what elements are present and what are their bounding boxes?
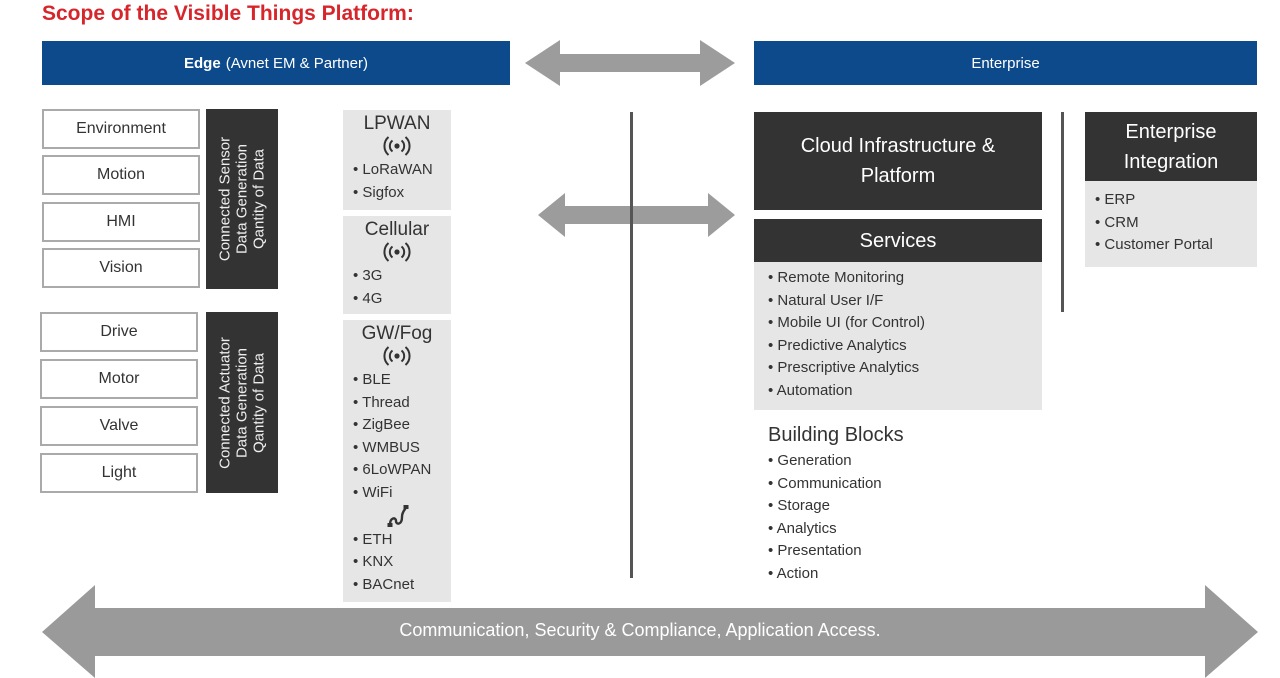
building-block-item: • Communication bbox=[768, 474, 882, 492]
gwfog-wired-item: • BACnet bbox=[353, 575, 415, 593]
sensor-vision: Vision bbox=[42, 248, 200, 288]
gwfog-wired-item: • ETH bbox=[353, 530, 393, 548]
enterprise-integration-item: • Customer Portal bbox=[1095, 236, 1213, 254]
lpwan-panel: LPWAN • LoRaWAN • Sigfox bbox=[343, 110, 451, 210]
cellular-item: • 3G bbox=[353, 267, 383, 284]
bottom-banner-text: Communication, Security & Compliance, Ap… bbox=[399, 620, 881, 640]
services-item: • Prescriptive Analytics bbox=[768, 359, 920, 377]
services-item: • Predictive Analytics bbox=[768, 336, 907, 354]
actuator-panel-line3: Qantity of Data bbox=[250, 352, 268, 453]
cellular-item: • 4G bbox=[353, 289, 383, 307]
lpwan-item: • Sigfox bbox=[353, 183, 405, 201]
enterprise-integration-item: • CRM bbox=[1095, 213, 1139, 231]
enterprise-integration-line1: Enterprise bbox=[1125, 120, 1217, 143]
bottom-banner-arrow bbox=[42, 585, 1258, 678]
sensor-hmi: HMI bbox=[42, 202, 200, 242]
sensor-environment: Environment bbox=[42, 109, 200, 149]
page-title: Scope of the Visible Things Platform: bbox=[42, 2, 414, 25]
building-block-item: • Storage bbox=[768, 497, 830, 515]
gwfog-panel: GW/Fog • BLE • Thread • ZigBee • WMBUS •… bbox=[343, 320, 451, 602]
wireless-signal-icon bbox=[353, 135, 451, 159]
gwfog-wireless-item: • Thread bbox=[353, 393, 410, 411]
sensor-panel: Connected Sensor Data Generation Qantity… bbox=[206, 109, 278, 289]
actuator-panel-line1: Connected Actuator bbox=[216, 336, 234, 469]
actuator-panel-line2: Data Generation bbox=[233, 347, 251, 458]
gwfog-wireless-item: • 6LoWPAN bbox=[353, 461, 432, 479]
enterprise-header: Enterprise bbox=[754, 41, 1257, 85]
gwfog-wired-item: • KNX bbox=[353, 553, 394, 571]
cable-icon bbox=[353, 504, 451, 529]
cloud-infrastructure-box: Cloud Infrastructure & Platform bbox=[754, 112, 1042, 210]
cellular-panel: Cellular • 3G • 4G bbox=[343, 216, 451, 314]
cloud-line1: Cloud Infrastructure & bbox=[800, 135, 996, 157]
wireless-signal-icon bbox=[353, 241, 451, 265]
enterprise-integration-list: • ERP • CRM • Customer Portal bbox=[1085, 181, 1257, 267]
actuator-light: Light bbox=[40, 453, 198, 493]
building-block-item: • Analytics bbox=[768, 519, 837, 537]
edge-header-subtitle: (Avnet EM & Partner) bbox=[225, 54, 368, 72]
building-block-item: • Presentation bbox=[768, 542, 862, 560]
wireless-signal-icon bbox=[353, 345, 451, 369]
sensor-panel-line3: Qantity of Data bbox=[250, 148, 268, 250]
building-block-item: • Generation bbox=[768, 452, 852, 469]
building-blocks-list: • Generation • Communication • Storage •… bbox=[768, 450, 882, 586]
sensor-panel-line2: Data Generation bbox=[233, 143, 251, 255]
enterprise-integration-line2: Integration bbox=[1123, 150, 1219, 173]
actuator-drive: Drive bbox=[40, 312, 198, 352]
sensor-panel-line1: Connected Sensor bbox=[216, 136, 234, 262]
services-title-box: Services bbox=[754, 219, 1042, 262]
cellular-title: Cellular bbox=[364, 219, 430, 240]
services-item: • Natural User I/F bbox=[768, 291, 884, 309]
building-blocks-title: Building Blocks bbox=[768, 424, 904, 446]
actuator-panel: Connected Actuator Data Generation Qanti… bbox=[206, 312, 278, 493]
enterprise-integration-box: Enterprise Integration bbox=[1085, 112, 1257, 181]
building-block-item: • Action bbox=[768, 564, 819, 582]
double-arrow-top-icon bbox=[525, 40, 735, 86]
cloud-line2: Platform bbox=[860, 165, 936, 187]
services-item: • Automation bbox=[768, 381, 853, 399]
services-item: • Mobile UI (for Control) bbox=[768, 314, 925, 332]
lpwan-item: • LoRaWAN bbox=[353, 161, 433, 178]
services-list: • Remote Monitoring • Natural User I/F •… bbox=[754, 262, 1042, 410]
edge-enterprise-divider bbox=[630, 112, 633, 578]
edge-header-label: Edge bbox=[184, 54, 221, 72]
edge-header: Edge (Avnet EM & Partner) bbox=[42, 41, 510, 85]
double-arrow-middle-icon bbox=[538, 193, 735, 237]
gwfog-wireless-item: • WMBUS bbox=[353, 438, 420, 456]
lpwan-title: LPWAN bbox=[363, 113, 431, 134]
sensor-motion: Motion bbox=[42, 155, 200, 195]
services-title: Services bbox=[859, 229, 937, 252]
enterprise-integration-item: • ERP bbox=[1095, 191, 1136, 208]
gwfog-title: GW/Fog bbox=[361, 323, 433, 344]
services-item: • Remote Monitoring bbox=[768, 269, 905, 286]
actuator-valve: Valve bbox=[40, 406, 198, 446]
gwfog-wireless-item: • ZigBee bbox=[353, 416, 410, 434]
actuator-motor: Motor bbox=[40, 359, 198, 399]
enterprise-divider bbox=[1061, 112, 1064, 312]
gwfog-wireless-item: • WiFi bbox=[353, 483, 393, 501]
gwfog-wireless-item: • BLE bbox=[353, 371, 391, 388]
